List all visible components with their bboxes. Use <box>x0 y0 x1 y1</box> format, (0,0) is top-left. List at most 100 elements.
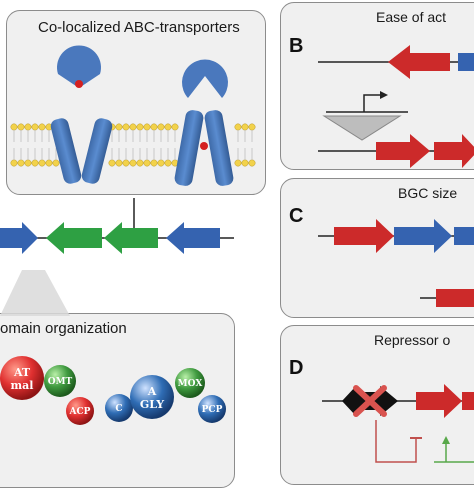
gene-arrow-green-2 <box>104 222 158 254</box>
abc-transporter-left <box>50 45 113 184</box>
domain-ball-circle <box>44 365 76 397</box>
gene-arrow-green-1 <box>46 222 102 254</box>
lipid-head <box>24 123 32 131</box>
domain-ball-circle <box>66 397 94 425</box>
lipid-head <box>129 159 137 167</box>
domain-ball-circle <box>105 394 133 422</box>
transporter-right-cap <box>182 59 228 98</box>
lipid-head <box>241 159 249 167</box>
activation-panel-title: Ease of act <box>376 9 447 25</box>
inducible-promoter-triangle <box>322 115 402 141</box>
transporter-left-cap <box>56 45 101 88</box>
panel-d-genes <box>322 384 474 463</box>
panel-c-arrow-blue-1 <box>394 219 452 253</box>
lipid-head <box>143 159 151 167</box>
panel-c-arrow-red <box>334 219 394 253</box>
lipid-head <box>241 123 249 131</box>
domain-label: PCP <box>202 405 223 415</box>
panel-b-arrow-red-3 <box>434 134 474 168</box>
transporter-panel-title: Co-localized ABC-transporters <box>38 19 240 36</box>
lipid-head <box>122 159 130 167</box>
substrate-dot-left <box>75 80 83 88</box>
lipid-head <box>115 159 123 167</box>
domain-ball-circle <box>175 368 205 398</box>
domain-ball-circle <box>0 356 44 400</box>
transporter-left-helix-b <box>81 118 113 184</box>
bgc-size-panel-title: BGC size <box>398 185 458 201</box>
panel-letter-c: C <box>289 205 304 227</box>
abc-transporter-right <box>174 59 234 186</box>
lipid-head <box>122 123 130 131</box>
panel-b-arrow-red-2 <box>376 134 430 168</box>
lipid-head <box>143 123 151 131</box>
repressor-panel-title: Repressor o <box>374 332 451 348</box>
lipid-head <box>129 123 137 131</box>
lipid-head <box>24 159 32 167</box>
lipid-head <box>171 123 179 131</box>
panel-c-arrow-blue-2 <box>454 227 474 245</box>
lipid-head <box>136 123 144 131</box>
lipid-bilayer <box>10 123 256 167</box>
zoom-wedge <box>0 270 70 316</box>
panel-letter-d: D <box>289 357 304 379</box>
lipid-head <box>248 159 256 167</box>
domain-sublabel: mal <box>11 379 34 392</box>
lipid-head <box>17 159 25 167</box>
gene-arrow-blue-2 <box>166 222 220 254</box>
domain-ball-circle <box>198 395 226 423</box>
domain-label: AT <box>13 366 31 379</box>
substrate-dot-right <box>200 142 208 150</box>
domain-ball-circle <box>130 375 174 419</box>
panel-letter-b: B <box>289 35 304 57</box>
panel-c-arrow-red-small <box>436 289 474 307</box>
lipid-head <box>157 123 165 131</box>
gene-arrow-blue-1 <box>0 222 38 254</box>
lipid-head <box>150 159 158 167</box>
panel-d-arrow-red <box>416 384 462 418</box>
lipid-head <box>164 159 172 167</box>
domain-ball-mox: MOX <box>175 368 205 398</box>
lipid-head <box>52 159 60 167</box>
lipid-head <box>248 123 256 131</box>
gene-cluster-main <box>0 222 234 254</box>
lipid-head <box>108 159 116 167</box>
lipid-head <box>150 123 158 131</box>
domain-label: ACP <box>69 407 91 417</box>
domain-ball-omt: OMT <box>44 365 76 397</box>
domain-label: A <box>147 385 157 398</box>
promoter-arrow <box>363 94 382 112</box>
transporter-right-helix-a <box>174 110 204 186</box>
domain-panel-title: omain organization <box>0 320 127 337</box>
lipid-head <box>234 159 242 167</box>
domain-label: C <box>115 404 122 414</box>
transporter-right-helix-b <box>204 110 234 186</box>
lipid-head <box>38 123 46 131</box>
lipid-head <box>157 159 165 167</box>
domain-label: MOX <box>178 379 203 389</box>
lipid-head <box>31 123 39 131</box>
lipid-head <box>17 123 25 131</box>
panel-b-gene-blue <box>458 53 474 71</box>
repressor-cross-b <box>353 385 387 417</box>
domain-ball-pcp: PCP <box>198 395 226 423</box>
panel-c-genes <box>318 219 474 307</box>
panel-b-arrow-red-1 <box>388 45 450 79</box>
lipid-head <box>10 123 18 131</box>
domain-label: OMT <box>48 377 73 387</box>
lipid-head <box>115 123 123 131</box>
repression-line <box>375 420 417 463</box>
lipid-head <box>164 123 172 131</box>
panel-b-genes <box>318 45 474 168</box>
lipid-head <box>45 159 53 167</box>
lipid-head <box>234 123 242 131</box>
lipid-head <box>10 159 18 167</box>
domain-sublabel: GLY <box>140 398 164 411</box>
domain-ball-c: C <box>105 394 133 422</box>
lipid-head <box>31 159 39 167</box>
lipid-head <box>38 159 46 167</box>
domain-ball-acp: ACP <box>66 397 94 425</box>
